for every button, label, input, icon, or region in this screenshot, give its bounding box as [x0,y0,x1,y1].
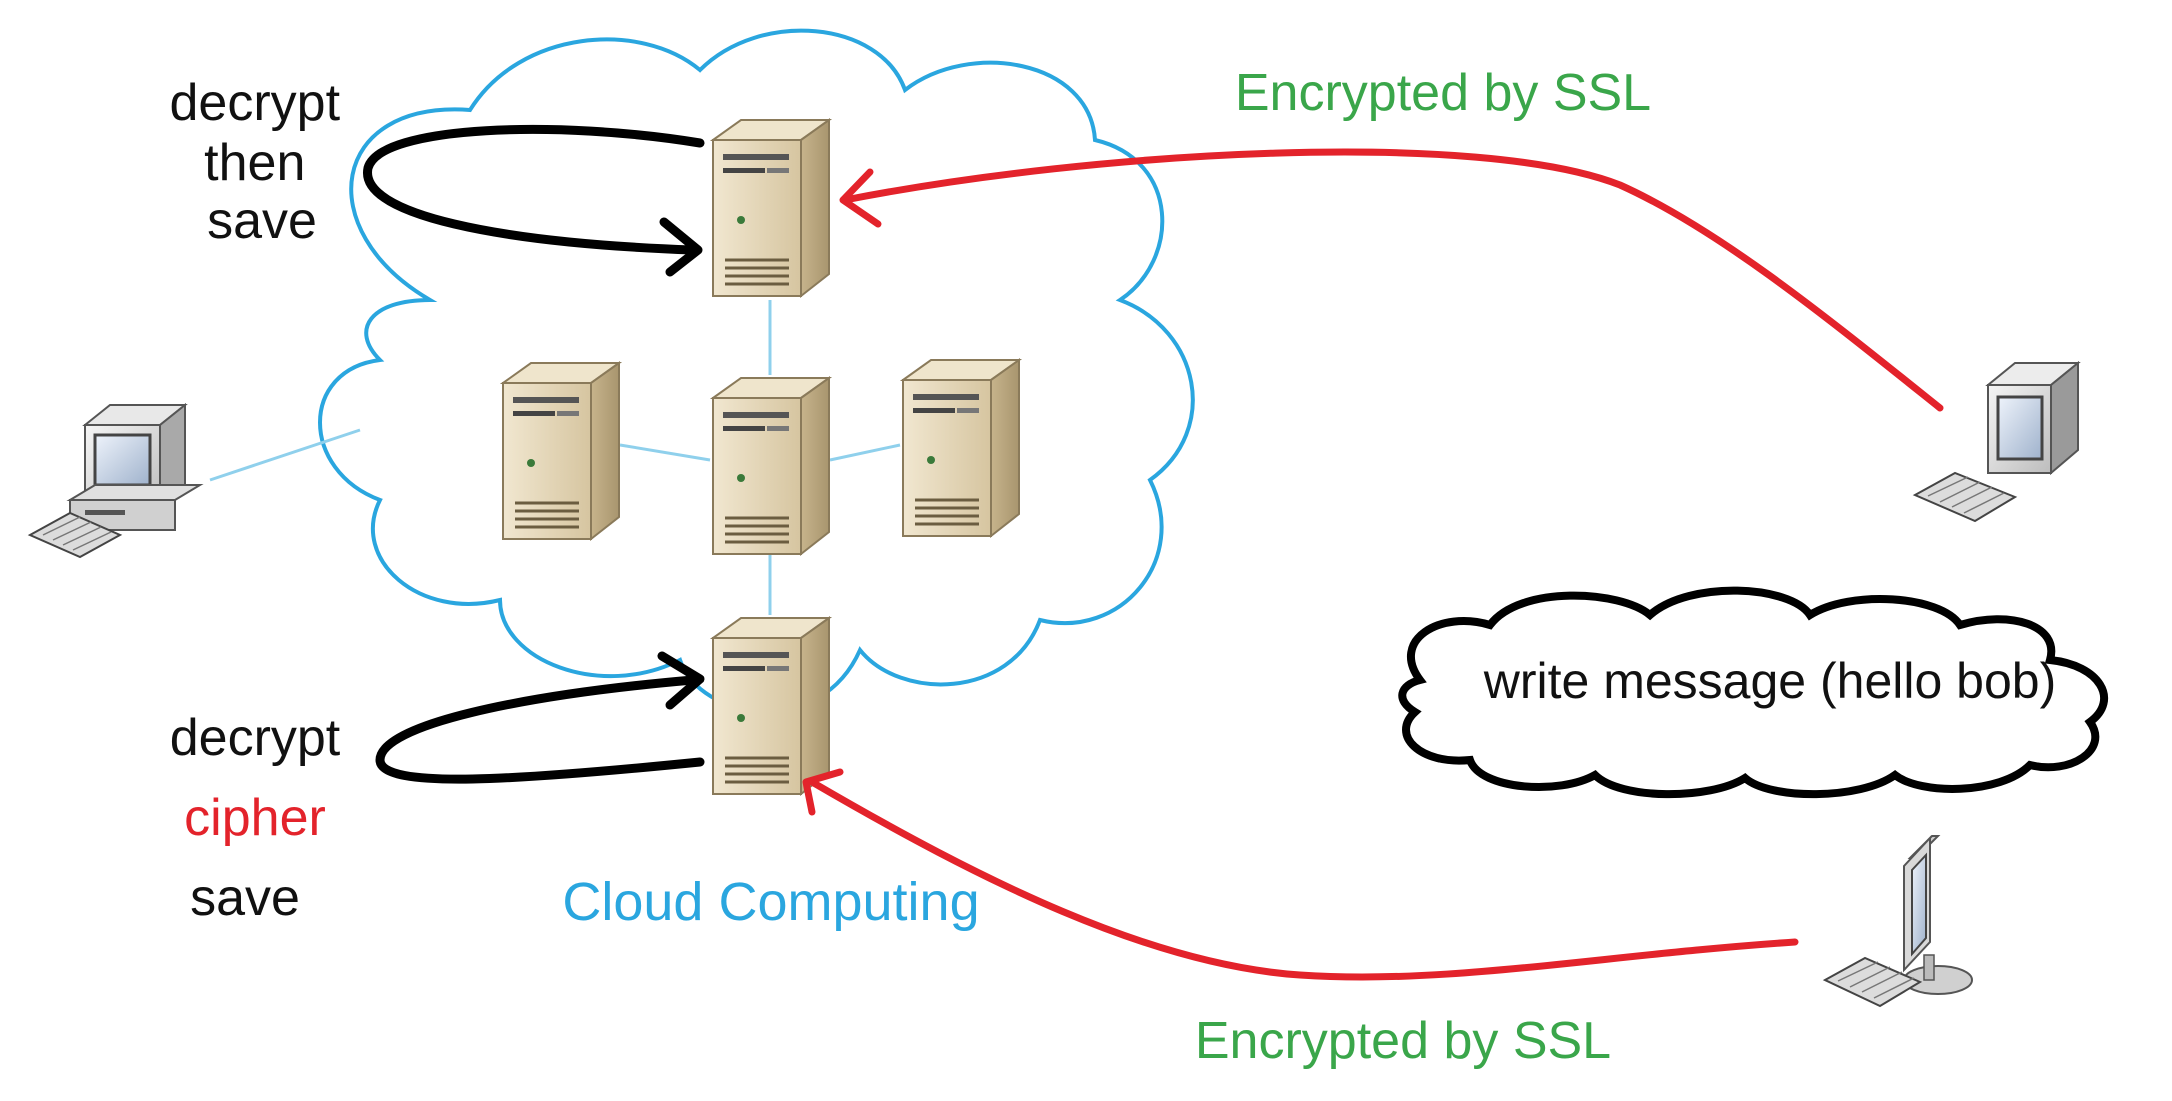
ssl-arrow-bottom [802,768,1799,981]
server-right-icon [901,358,1021,538]
label-save-top: save [207,192,317,250]
label-write-message: write message (hello bob) [1483,653,2057,709]
label-encrypted-bottom: Encrypted by SSL [1195,1012,1611,1070]
ssl-arrow-top [839,148,1944,412]
cloud-shape [318,28,1195,714]
lcd-monitor-icon [1824,835,1973,1007]
message-bubble [1398,586,2109,799]
server-center-icon [711,376,831,556]
label-decrypt-top: decrypt [170,74,341,132]
monitor-computer-icon [1913,361,2080,523]
label-cipher: cipher [184,789,326,847]
server-top-icon [711,118,831,298]
label-decrypt-bottom: decrypt [170,709,341,767]
server-left-icon [501,361,621,541]
server-bottom-icon [711,616,831,796]
label-encrypted-top: Encrypted by SSL [1235,64,1651,122]
label-decrypt-then-save: decrypt then save [170,74,355,250]
label-save-bottom: save [190,869,300,927]
desktop-computer-icon [28,403,202,559]
network-connectors [209,300,901,615]
label-cloud-computing: Cloud Computing [562,872,979,932]
decrypt-save-loop-top [363,124,705,277]
label-then: then [204,134,305,192]
decrypt-save-loop-bottom [375,651,705,784]
